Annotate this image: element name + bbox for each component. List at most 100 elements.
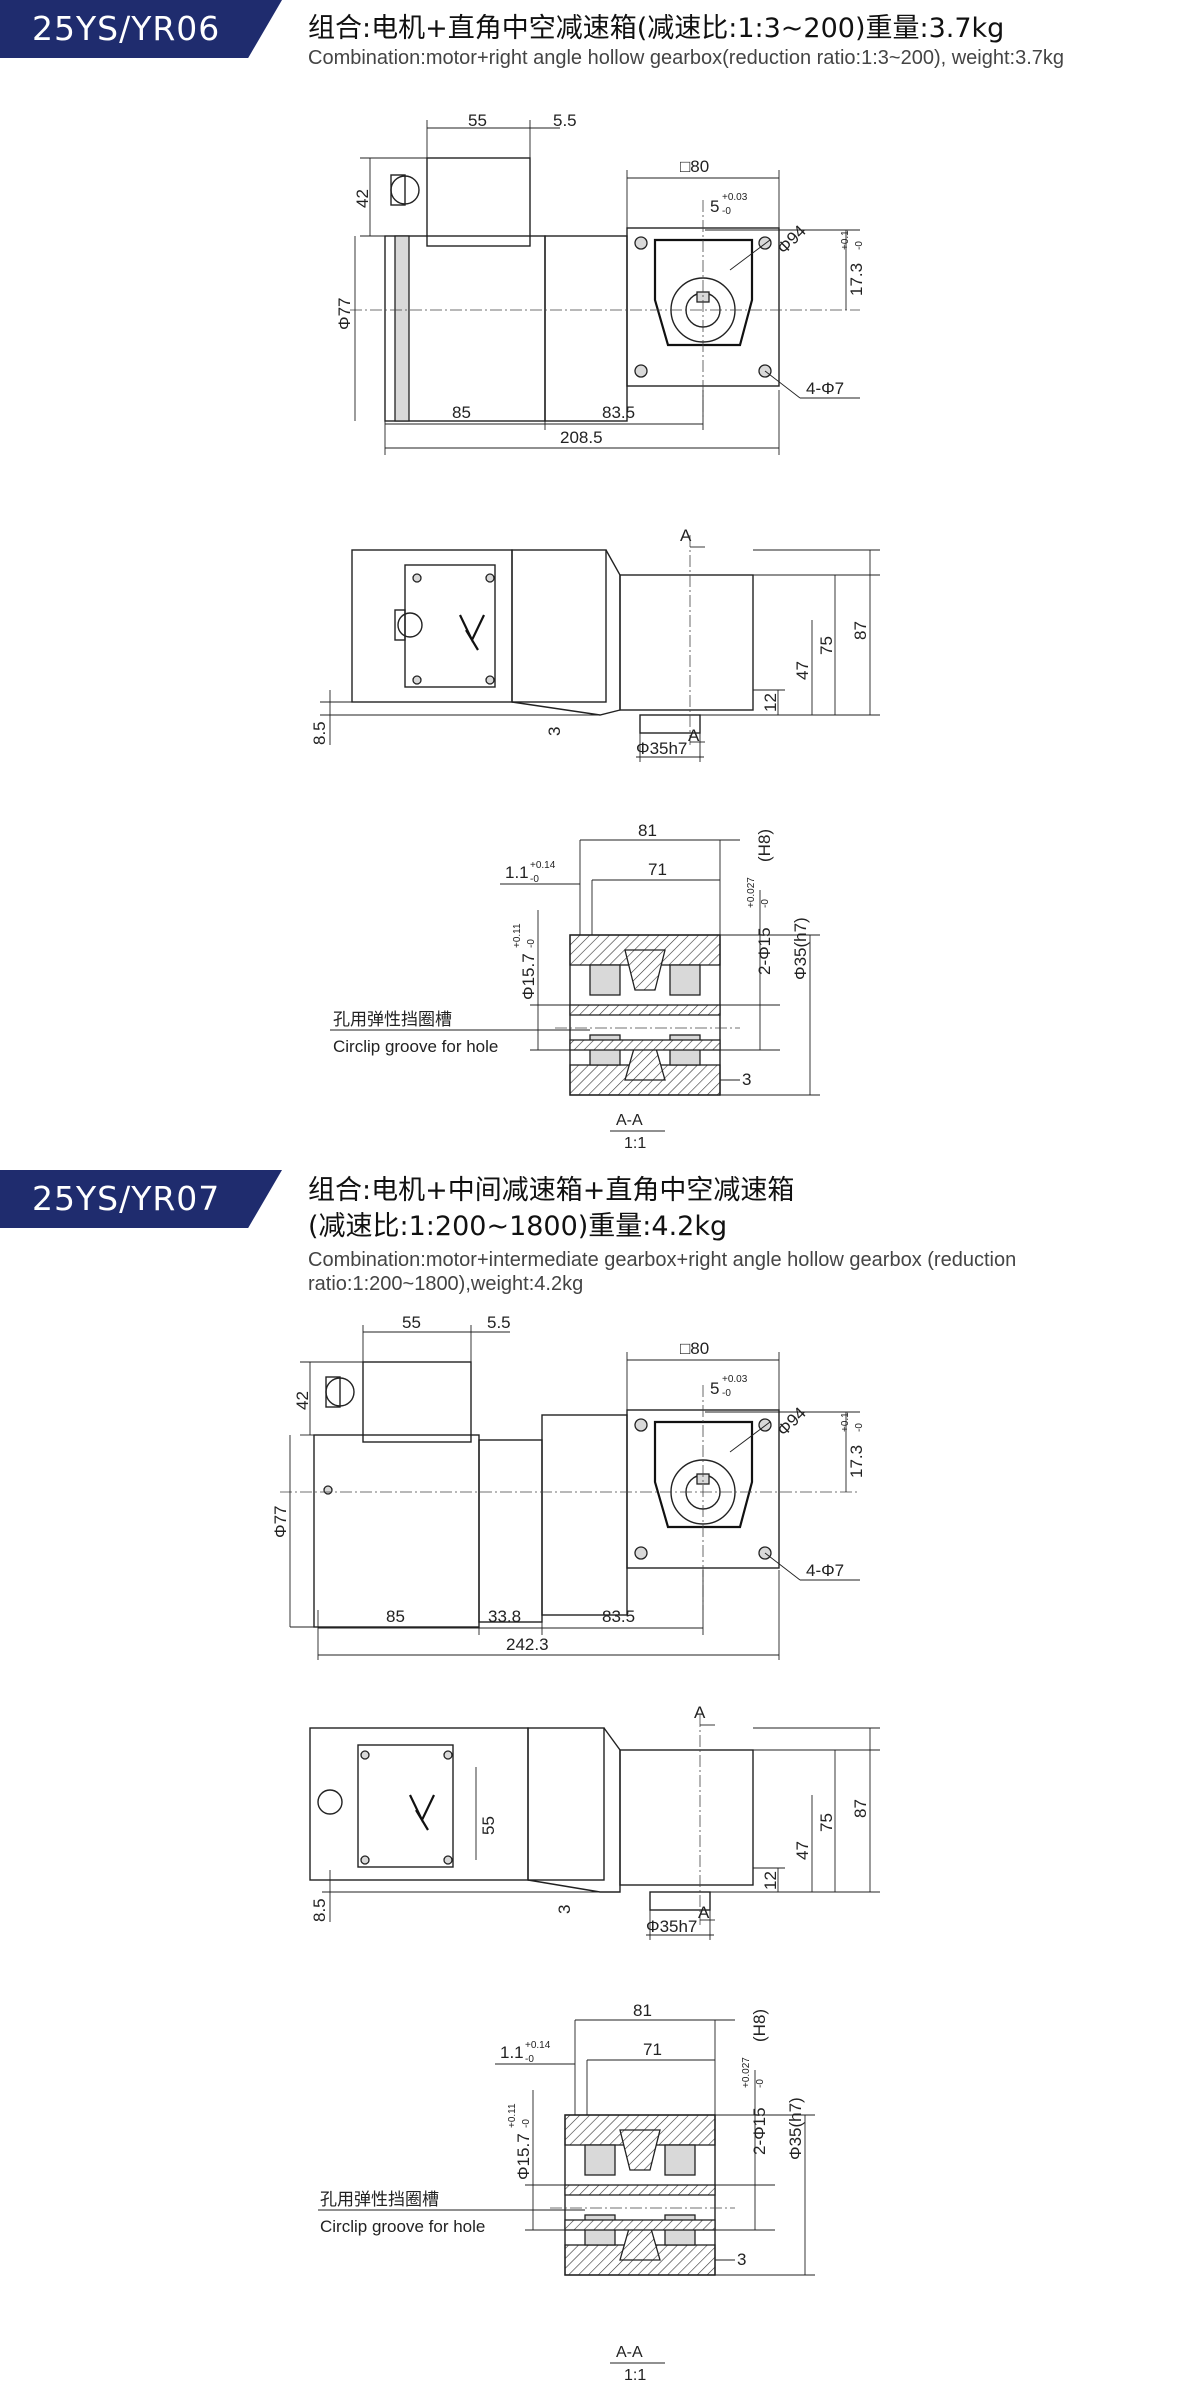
dim-242-3: 242.3 [506, 1635, 549, 1654]
motor-side [309, 1727, 529, 1881]
circlip-label-cn: 孔用弹性挡圈槽 [333, 1010, 452, 1029]
dim-phi35-h7: Φ35(h7) [791, 917, 810, 980]
top-view: 55 5.5 42 Φ77 85 83.5 208.5 □80 5 +0.03 … [335, 111, 866, 455]
terminal-box-side [404, 564, 496, 688]
section-mark-a: A [688, 726, 700, 745]
svg-text:-0: -0 [530, 874, 539, 885]
svg-text:+0.11: +0.11 [507, 2103, 518, 2128]
svg-text:+0.027: +0.027 [746, 877, 757, 908]
section-mark-a: A [680, 526, 692, 545]
gearbox-side [619, 574, 754, 711]
dim-71: 71 [643, 2040, 662, 2059]
dim-phi15-7: Φ15.7 [514, 2133, 533, 2180]
dim-42: 42 [293, 1391, 312, 1410]
dim-5: 5 [710, 1379, 719, 1398]
section-scale: 1:1 [624, 2367, 646, 2384]
dim-phi77: Φ77 [335, 298, 354, 330]
svg-text:-0: -0 [854, 1423, 865, 1432]
intermediate-gearbox [478, 1439, 543, 1623]
dim-1-1: 1.1 [500, 2043, 524, 2062]
cable-gland-icon [317, 1789, 343, 1815]
title-chinese: 组合:电机+直角中空减速箱(减速比:1:3~200)重量:3.7kg [308, 13, 1005, 44]
svg-text:+0.11: +0.11 [512, 923, 523, 948]
dim-3: 3 [742, 1070, 751, 1089]
model-tag: 25YS/YR07 [0, 1170, 282, 1228]
svg-text:+0.14: +0.14 [530, 860, 556, 871]
svg-text:-0: -0 [722, 206, 731, 217]
dim-83-5: 83.5 [602, 403, 635, 422]
dim-square-80: □80 [680, 157, 709, 176]
cable-gland-icon [397, 612, 423, 638]
dim-75: 75 [817, 1813, 836, 1832]
dim-81: 81 [638, 821, 657, 840]
dim-3: 3 [737, 2250, 746, 2269]
dim-phi35h7: Φ35h7 [646, 1917, 697, 1936]
dim-2-phi15: 2-Φ15 [755, 927, 774, 975]
terminal-box [426, 157, 531, 247]
dim-8-5: 8.5 [310, 721, 329, 745]
title-english: Combination:motor+right angle hollow gea… [308, 47, 1065, 69]
dim-85: 85 [452, 403, 471, 422]
dim-42: 42 [353, 189, 372, 208]
model-tag: 25YS/YR06 [0, 0, 282, 58]
title-chinese-line-1: 组合:电机+中间减速箱+直角中空减速箱 [308, 1175, 795, 1206]
dim-3: 3 [545, 727, 564, 736]
dim-81: 81 [633, 2001, 652, 2020]
svg-text:-0: -0 [722, 1388, 731, 1399]
motor-body [313, 1434, 480, 1628]
gearbox-neck [544, 235, 628, 422]
svg-text:+0.1: +0.1 [840, 1412, 851, 1432]
svg-text:-0: -0 [854, 241, 865, 250]
mount-hole-icon [634, 1418, 648, 1432]
svg-text:-0: -0 [525, 2054, 534, 2065]
dim-83-5: 83.5 [602, 1607, 635, 1626]
top-view: 55 5.5 42 Φ77 85 33.8 83.5 242.3 □80 5 +… [271, 1313, 866, 1660]
svg-text:-0: -0 [521, 2119, 532, 2128]
svg-text:+0.03: +0.03 [722, 1374, 748, 1385]
dim-17-3: 17.3 [847, 263, 866, 296]
dim-5-5: 5.5 [553, 111, 577, 130]
technical-drawing-06: 55 5.5 42 Φ77 85 83.5 208.5 □80 5 +0.03 … [310, 111, 880, 1152]
terminal-box [362, 1361, 472, 1443]
dim-47: 47 [793, 661, 812, 680]
dim-2-phi15: 2-Φ15 [750, 2107, 769, 2155]
mount-hole-icon [634, 364, 648, 378]
section-25ys-yr07: 25YS/YR07 组合:电机+中间减速箱+直角中空减速箱 (减速比:1:200… [0, 1170, 1200, 2389]
circlip-label-cn: 孔用弹性挡圈槽 [320, 2190, 439, 2209]
section-view-a-a: 81 71 1.1 +0.14 -0 Φ15.7 +0.11 -0 2-Φ15 … [318, 2001, 815, 2384]
circlip-label-en: Circlip groove for hole [320, 2217, 485, 2236]
dim-phi77: Φ77 [271, 1506, 290, 1538]
svg-text:+0.1: +0.1 [840, 230, 851, 250]
dim-87: 87 [851, 621, 870, 640]
brand-logo-icon [459, 614, 485, 651]
mount-hole-icon [634, 1546, 648, 1560]
dim-55-vertical: 55 [479, 1816, 498, 1835]
dim-208-5: 208.5 [560, 428, 603, 447]
section-mark-a: A [694, 1703, 706, 1722]
dim-12: 12 [761, 693, 780, 712]
dim-h8: (H8) [750, 2009, 769, 2042]
brand-logo-icon [409, 1794, 435, 1831]
dim-55: 55 [468, 111, 487, 130]
svg-text:+0.03: +0.03 [722, 192, 748, 203]
gearbox-side [619, 1749, 754, 1886]
terminal-box-side [357, 1744, 454, 1868]
dim-1-1: 1.1 [505, 863, 529, 882]
title-english: Combination:motor+intermediate gearbox+r… [308, 1249, 1017, 1295]
dim-55: 55 [402, 1313, 421, 1332]
technical-drawing-07: 55 5.5 42 Φ77 85 33.8 83.5 242.3 □80 5 +… [271, 1313, 880, 2384]
section-view-a-a: 81 71 1.1 +0.14 -0 Φ15.7 +0.11 -0 2-Φ15 … [330, 821, 820, 1152]
section-scale: 1:1 [624, 1135, 646, 1152]
dim-4-phi7: 4-Φ7 [806, 379, 844, 398]
dim-phi35h7: Φ35h7 [636, 739, 687, 758]
section-label: A-A [616, 1112, 643, 1129]
svg-text:+0.027: +0.027 [741, 2057, 752, 2088]
dim-8-5: 8.5 [310, 1898, 329, 1922]
mount-hole-icon [634, 236, 648, 250]
section-label: A-A [616, 2344, 643, 2361]
dim-47: 47 [793, 1841, 812, 1860]
section-mark-a: A [698, 1903, 710, 1922]
svg-text:+0.14: +0.14 [525, 2040, 551, 2051]
dim-17-3: 17.3 [847, 1445, 866, 1478]
dim-5: 5 [710, 197, 719, 216]
